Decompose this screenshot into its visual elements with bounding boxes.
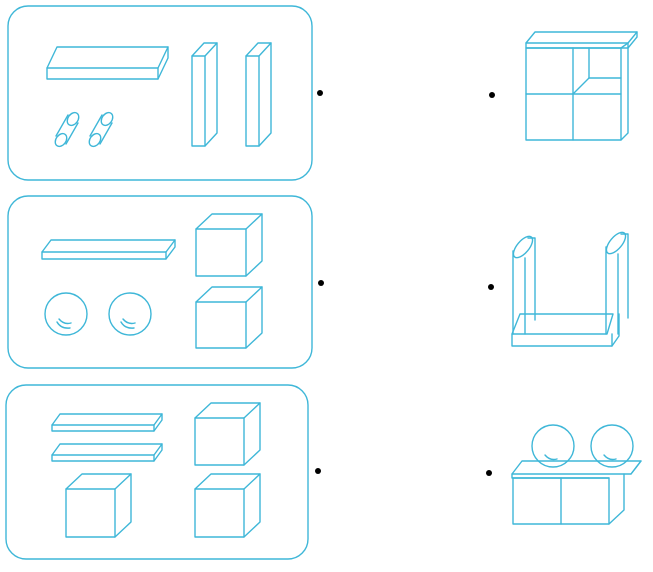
dot-right-1[interactable]	[489, 92, 495, 98]
panel-3	[5, 384, 309, 560]
panel-1	[7, 5, 313, 181]
dot-left-2[interactable]	[318, 280, 324, 286]
ball-right	[108, 292, 152, 336]
cube-upper-right	[194, 402, 261, 466]
long-plank	[46, 46, 169, 80]
upright-board-right	[245, 42, 272, 147]
dot-left-3[interactable]	[315, 468, 321, 474]
cube-bottom	[195, 286, 263, 349]
dot-right-3[interactable]	[486, 470, 492, 476]
cube-top	[195, 213, 263, 277]
matching-dots	[315, 90, 495, 476]
panel-1-frame	[7, 5, 313, 181]
ball-left	[44, 292, 88, 336]
plank-lower	[51, 443, 163, 462]
small-cylinder-left	[54, 111, 80, 148]
long-plank	[41, 239, 176, 260]
cube-lower-right	[194, 473, 261, 538]
panel-2-frame	[7, 195, 313, 369]
dot-left-1[interactable]	[317, 90, 323, 96]
assembly-four-cube-frame	[525, 31, 638, 141]
assembly-u-shaped-frame	[511, 231, 629, 347]
upright-board-left	[191, 42, 218, 147]
small-cylinder-right	[88, 111, 114, 148]
dot-right-2[interactable]	[488, 284, 494, 290]
panel-3-frame	[5, 384, 309, 560]
panel-2	[7, 195, 313, 369]
assembly-balls-on-cubes	[511, 424, 642, 525]
plank-upper	[51, 413, 163, 432]
cube-lower-left	[65, 473, 132, 538]
